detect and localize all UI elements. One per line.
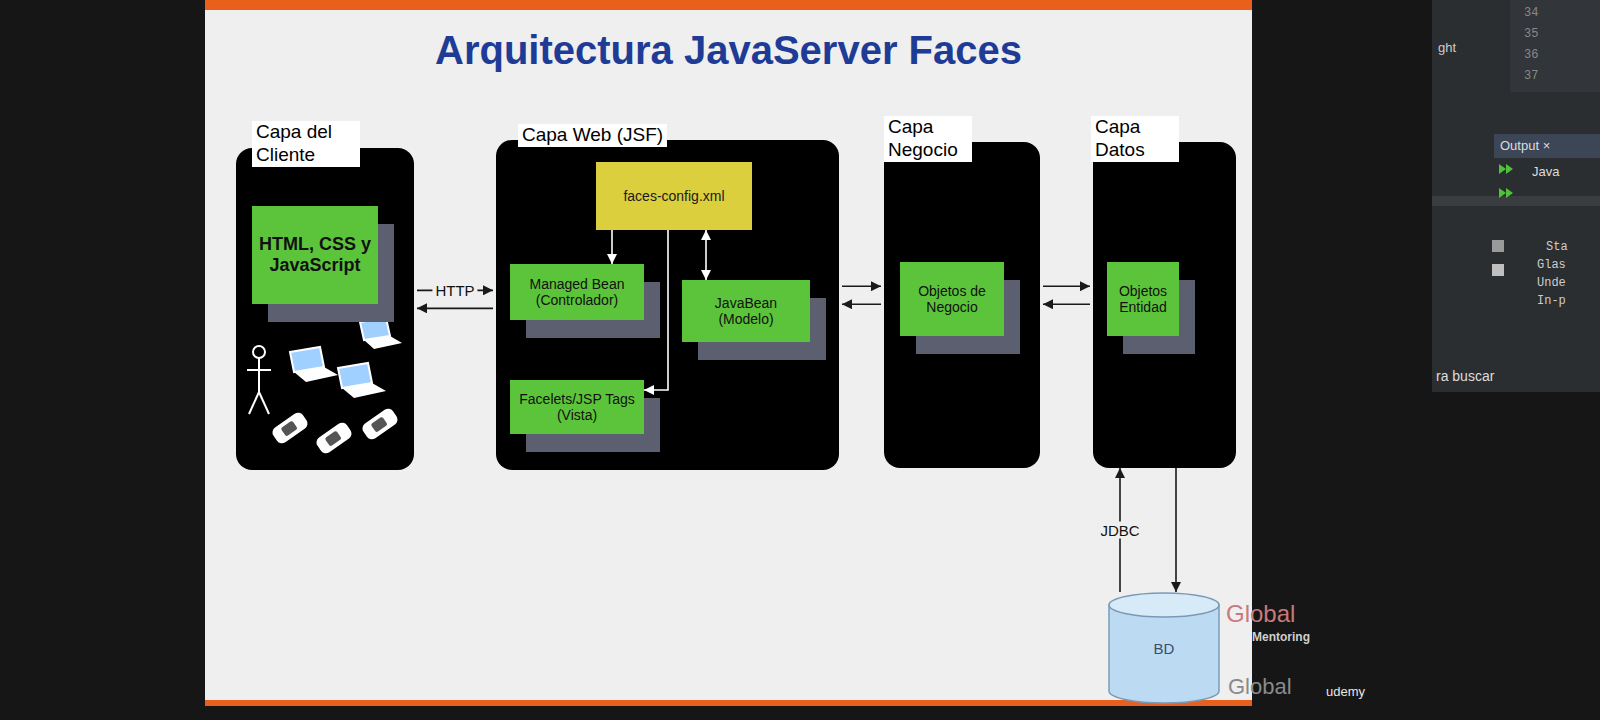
laptop-icon [290,347,338,382]
watermark-text: udemy [1326,684,1365,699]
slide-bottom-bar [205,700,1252,706]
laptop-icon [360,318,402,349]
laptop-icon [338,363,386,398]
ide-strip [1432,196,1600,206]
connector-arrow [1043,285,1090,287]
screen-text: 37 [1524,69,1538,83]
slide-title: Arquitectura JavaServer Faces [205,28,1252,73]
connector-label: JDBC [1097,522,1142,539]
view-box: Facelets/JSP Tags (Vista) [510,380,644,434]
connector-arrow [644,230,668,390]
model-box: JavaBean (Modelo) [682,280,810,342]
screen-text: ght [1438,40,1456,55]
layer-panel: HTML, CSS y JavaScriptCapa del Cliente [236,148,414,470]
ide-gutter [1510,0,1600,92]
layer-heading: Capa Negocio [884,116,972,162]
screen-text: Output × [1500,138,1550,153]
layer-panel: Objetos EntidadCapa Datos [1093,142,1236,468]
layer-heading: Capa del Cliente [252,121,360,167]
box-label: Objetos de Negocio [905,283,999,315]
ide-panel [1432,0,1600,392]
phone-icon [270,410,310,445]
screen-text: Sta [1546,240,1568,254]
box-label: Managed Bean (Controlador) [515,276,639,308]
screen-text: Java [1532,164,1559,179]
screen-text: ra buscar [1436,368,1494,384]
connector-arrow [1043,303,1090,305]
box-label: Objetos Entidad [1112,283,1174,315]
screen-text: Unde [1537,276,1566,290]
screen-text: In-p [1537,294,1566,308]
user-figure [247,346,271,414]
screen-text: 36 [1524,48,1538,62]
config-box: faces-config.xml [596,162,752,230]
ide-tab [1494,134,1600,158]
layer-heading: Capa Datos [1091,116,1179,162]
screen-text: 35 [1524,27,1538,41]
layer-panel: Objetos de NegocioCapa Negocio [884,142,1040,468]
ide-run-icon [1499,164,1513,198]
tech-box: HTML, CSS y JavaScript [252,206,378,304]
connector-arrow [842,303,881,305]
slide-top-bar [205,0,1252,10]
phone-icon [314,420,354,455]
connector-arrow [417,308,493,310]
box-label: Facelets/JSP Tags (Vista) [515,391,639,423]
watermark-text: Mentoring [1252,630,1310,644]
connector-arrow [1175,468,1177,592]
phone-icon [360,406,400,441]
connector-arrow [705,230,707,280]
controller-box: Managed Bean (Controlador) [510,264,644,320]
box-label: faces-config.xml [623,188,724,204]
connector-arrow [611,230,613,264]
screen-text: 34 [1524,6,1538,20]
entity-box: Objetos Entidad [1107,262,1179,336]
connector-arrow [842,285,881,287]
database-label: BD [1154,640,1175,657]
slide [205,0,1252,706]
layer-panel: faces-config.xmlManaged Bean (Controlado… [496,140,839,470]
layer-heading: Capa Web (JSF) [518,124,667,147]
watermark-text: Global [1226,600,1295,628]
database-cylinder: BD [1108,592,1220,704]
connector-label: HTTP [432,282,477,299]
watermark-text: Global [1228,674,1292,700]
box-label: HTML, CSS y JavaScript [257,234,373,275]
business-box: Objetos de Negocio [900,262,1004,336]
ide-icon [1492,264,1504,276]
ide-icon [1492,240,1504,252]
box-label: JavaBean (Modelo) [687,295,805,327]
screen-text: Glas [1537,258,1566,272]
